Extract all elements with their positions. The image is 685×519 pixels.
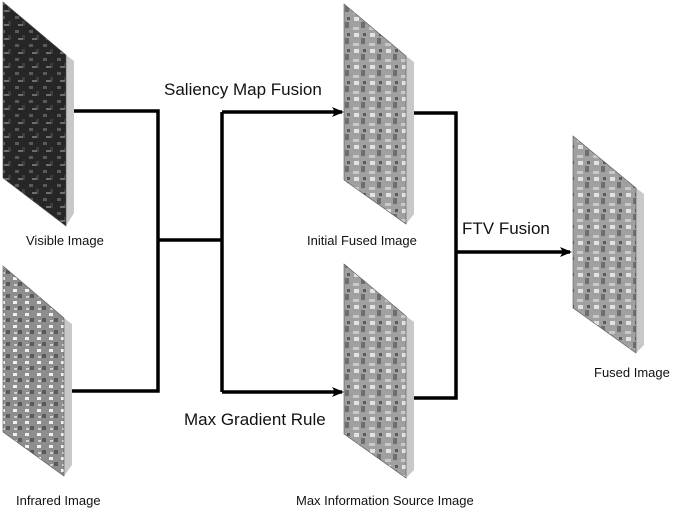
fused-image-panel (572, 135, 644, 354)
visible-image-label: Visible Image (26, 233, 104, 248)
connectors (72, 107, 572, 400)
maxinfo-connector (414, 252, 458, 400)
infrared-image-label: Infrared Image (16, 493, 101, 508)
saliency-label: Saliency Map Fusion (164, 80, 322, 99)
fused-image-label: Fused Image (594, 365, 670, 380)
initial-fused-image-picture (343, 3, 407, 225)
visible-image-side (66, 55, 74, 226)
initial-fused-connector (414, 111, 458, 252)
maxinfo-image-panel (343, 263, 414, 479)
maxinfo-image-label: Max Information Source Image (296, 493, 474, 508)
initial-fused-image-panel (343, 3, 414, 225)
visible-connector (74, 109, 160, 240)
initial-fused-image-label: Initial Fused Image (307, 233, 417, 248)
infrared-image-panel (2, 265, 72, 477)
maxinfo-image-side (406, 316, 414, 478)
ftv-label: FTV Fusion (462, 219, 550, 238)
fused-image-picture (572, 135, 637, 354)
infrared-connector (72, 240, 160, 393)
infrared-image-side (64, 318, 72, 476)
gradient-label: Max Gradient Rule (184, 410, 326, 429)
visible-image-picture (2, 1, 67, 227)
infrared-image-picture (2, 265, 65, 477)
initial-fused-image-side (406, 56, 414, 224)
fused-image-side (636, 188, 644, 353)
maxinfo-image-picture (343, 263, 407, 479)
visible-image-panel (2, 1, 74, 227)
